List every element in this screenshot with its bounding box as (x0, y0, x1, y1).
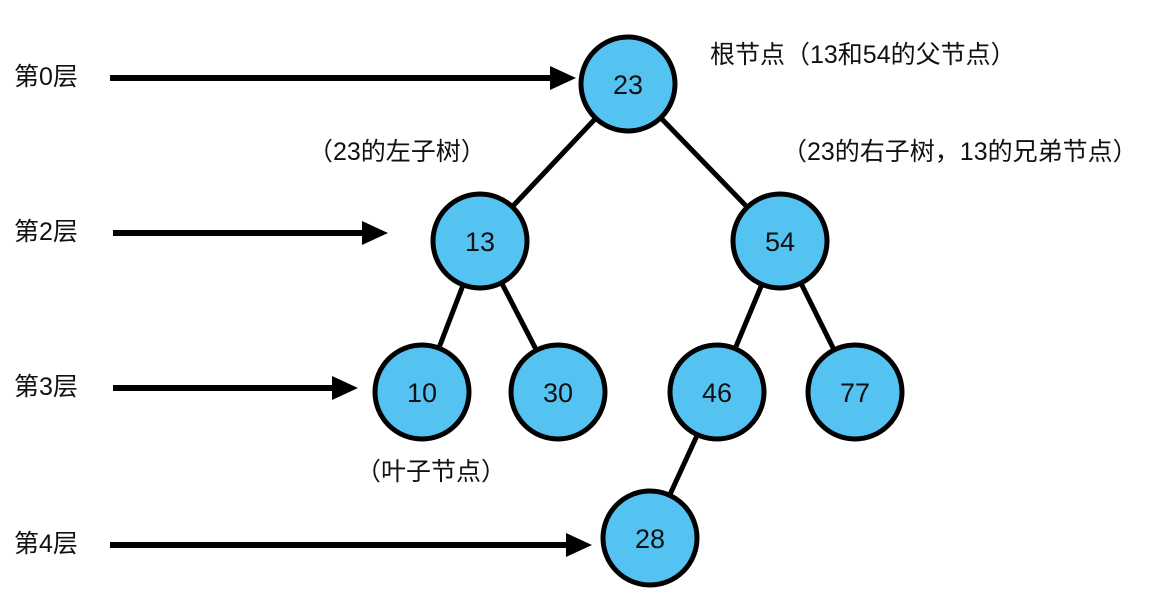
level-arrow-3 (113, 376, 358, 400)
tree-node-77: 77 (805, 342, 905, 442)
node-value: 54 (765, 227, 795, 257)
annotation-left-subtree: （23的左子树） (308, 138, 486, 166)
tree-node-54: 54 (730, 191, 830, 291)
tree-node-13: 13 (430, 191, 530, 291)
annotation-root-node: 根节点（13和54的父节点） (710, 41, 1016, 69)
tree-node-10: 10 (372, 342, 472, 442)
node-value: 23 (613, 70, 643, 100)
node-circle (578, 34, 678, 134)
node-circle (600, 488, 700, 588)
node-circle (430, 191, 530, 291)
tree-node-46: 46 (667, 342, 767, 442)
node-value: 28 (635, 524, 665, 554)
tree-node-30: 30 (508, 342, 608, 442)
node-circle (508, 342, 608, 442)
arrow-head-icon (362, 221, 388, 245)
node-value: 10 (407, 378, 437, 408)
annotation-right-subtree: （23的右子树，13的兄弟节点） (782, 138, 1138, 166)
node-circle (372, 342, 472, 442)
level-arrow-4 (110, 533, 592, 557)
tree-node-28: 28 (600, 488, 700, 588)
level-arrow-2 (113, 221, 388, 245)
level-label-0: 第0层 (14, 63, 78, 91)
arrow-head-icon (566, 533, 592, 557)
level-label-3: 第3层 (14, 373, 78, 401)
node-value: 13 (465, 227, 495, 257)
arrow-head-icon (332, 376, 358, 400)
arrow-head-icon (550, 66, 576, 90)
node-value: 77 (840, 378, 870, 408)
node-circle (730, 191, 830, 291)
level-arrow-0 (110, 66, 576, 90)
tree-node-23: 23 (578, 34, 678, 134)
node-circle (805, 342, 905, 442)
node-value: 30 (543, 378, 573, 408)
level-label-4: 第4层 (14, 530, 78, 558)
node-value: 46 (702, 378, 732, 408)
node-circle (667, 342, 767, 442)
annotation-leaf-node: （叶子节点） (356, 458, 507, 486)
level-label-2: 第2层 (14, 218, 78, 246)
